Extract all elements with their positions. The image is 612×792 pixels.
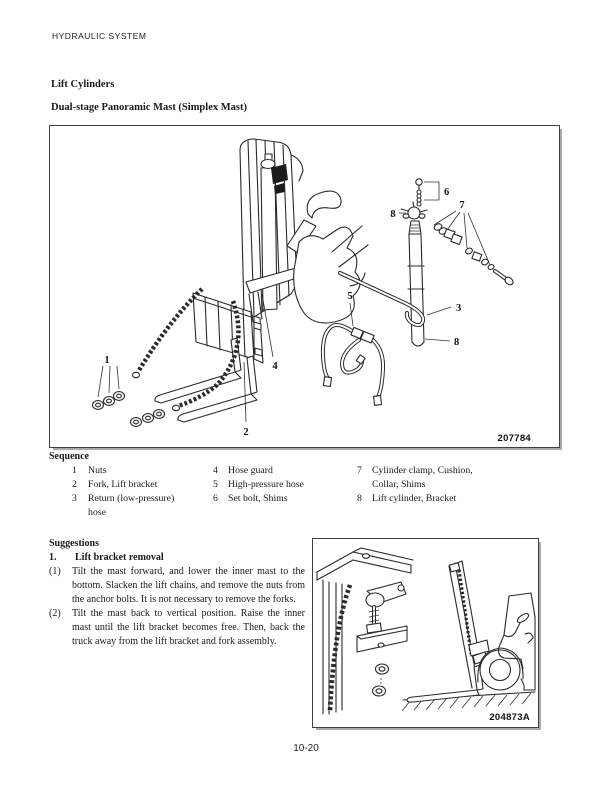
suggestions-item-title-row: 1. Lift bracket removal xyxy=(49,551,305,565)
figure-ref-number: 207784 xyxy=(497,433,531,444)
item-number: 6 xyxy=(213,493,218,504)
item-label: Nuts xyxy=(88,465,107,476)
sequence-heading: Sequence xyxy=(49,451,89,462)
page-number: 10-20 xyxy=(293,743,319,754)
item-number: 1 xyxy=(72,465,77,476)
section-title: Lift Cylinders xyxy=(51,79,115,90)
item-label: High-pressure hose xyxy=(228,479,304,490)
set-bolt-and-shim-parts xyxy=(415,178,514,286)
suggestions-item-title: Lift bracket removal xyxy=(75,552,164,563)
callout-7: 7 xyxy=(459,200,464,211)
sequence-item: 3 Return (low-pressure) hose xyxy=(72,492,190,520)
item-number: 7 xyxy=(357,465,362,476)
sequence-column-1: 1 Nuts 2 Fork, Lift bracket 3 Return (lo… xyxy=(72,464,190,520)
step-text: Tilt the mast forward, and lower the inn… xyxy=(72,566,305,605)
mast-assembly xyxy=(239,138,304,323)
anchor-bolt-detail xyxy=(316,547,414,715)
callout-3: 3 xyxy=(456,303,461,314)
mast-exploded-drawing: 1 2 3 4 5 6 7 8 8 xyxy=(91,138,514,438)
item-label: Hose guard xyxy=(228,465,273,476)
figure-mast-exploded: 1 2 3 4 5 6 7 8 8 207784 xyxy=(49,125,560,448)
anchor-nuts xyxy=(91,391,166,427)
truck-drawing xyxy=(316,547,536,715)
figure-truck-illustration: 204873A xyxy=(312,538,539,728)
sequence-item: 6 Set bolt, Shims xyxy=(213,492,348,506)
subsection-title: Dual-stage Panoramic Mast (Simplex Mast) xyxy=(51,102,247,113)
callout-1: 1 xyxy=(104,355,109,366)
forklift-side-view xyxy=(401,560,536,712)
sequence-item: 5 High-pressure hose xyxy=(213,478,348,492)
item-number: 4 xyxy=(213,465,218,476)
return-pipe xyxy=(338,271,426,328)
sequence-item: 2 Fork, Lift bracket xyxy=(72,478,190,492)
pressure-hoses xyxy=(320,323,386,406)
sequence-item: 7 Cylinder clamp, Cushion, Collar, Shims xyxy=(357,464,485,492)
sequence-column-2: 4 Hose guard 5 High-pressure hose 6 Set … xyxy=(213,464,348,506)
item-number: 3 xyxy=(72,493,77,504)
sequence-column-3: 7 Cylinder clamp, Cushion, Collar, Shims… xyxy=(357,464,485,506)
tilt-lever-and-body xyxy=(286,190,369,324)
item-label: Return (low-pressure) hose xyxy=(88,493,175,518)
callout-5: 5 xyxy=(347,291,352,302)
item-label: Set bolt, Shims xyxy=(228,493,288,504)
step-number: (1) xyxy=(49,566,61,577)
callout-8-upper: 8 xyxy=(390,209,395,220)
suggestions-section: Suggestions 1. Lift bracket removal (1) … xyxy=(49,537,305,649)
item-number: 2 xyxy=(72,479,77,490)
sequence-item: 1 Nuts xyxy=(72,464,190,478)
step-text: Tilt the mast back to vertical position.… xyxy=(72,608,305,647)
sequence-item: 4 Hose guard xyxy=(213,464,348,478)
callout-leader-lines xyxy=(97,212,452,423)
figure-ref-number: 204873A xyxy=(489,712,530,723)
callout-4: 4 xyxy=(272,361,278,372)
callout-8-lower: 8 xyxy=(454,337,459,348)
page-header-title: HYDRAULIC SYSTEM xyxy=(52,31,147,41)
suggestions-item-number: 1. xyxy=(49,552,57,563)
item-label: Cylinder clamp, Cushion, Collar, Shims xyxy=(372,465,473,490)
sequence-item: 8 Lift cylinder, Bracket xyxy=(357,492,485,506)
suggestion-step: (1) Tilt the mast forward, and lower the… xyxy=(49,565,305,607)
suggestion-step: (2) Tilt the mast back to vertical posit… xyxy=(49,607,305,649)
step-number: (2) xyxy=(49,608,61,619)
item-label: Fork, Lift bracket xyxy=(88,479,158,490)
callout-6: 6 xyxy=(444,187,449,198)
callout-2: 2 xyxy=(243,427,248,438)
item-label: Lift cylinder, Bracket xyxy=(372,493,457,504)
lift-cylinder-right xyxy=(400,201,428,347)
item-number: 8 xyxy=(357,493,362,504)
item-number: 5 xyxy=(213,479,218,490)
suggestions-heading: Suggestions xyxy=(49,538,100,549)
lift-bracket-and-forks xyxy=(131,287,264,423)
